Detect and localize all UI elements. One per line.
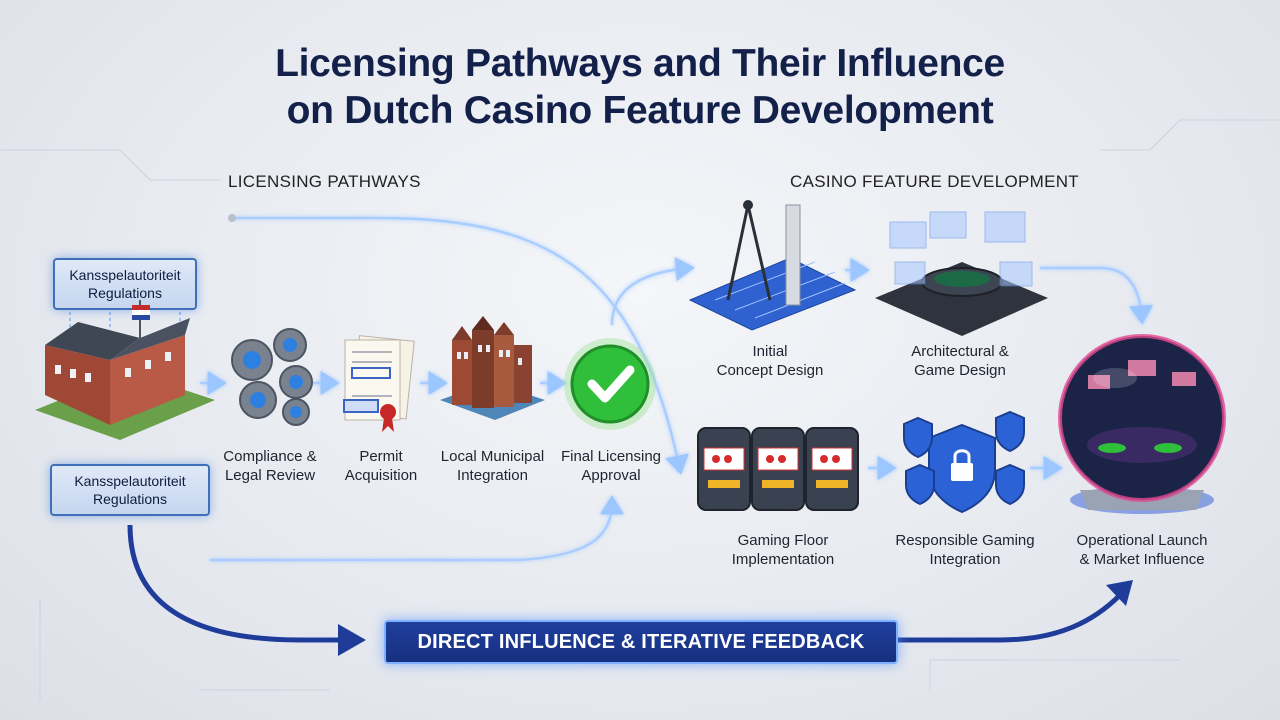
section-label-features: CASINO FEATURE DEVELOPMENT (790, 172, 1079, 191)
feature-architectural: Architectural &Game Design (911, 343, 1009, 379)
section-label-licensing: LICENSING PATHWAYS (228, 172, 421, 191)
influence-banner: DIRECT INFLUENCE & ITERATIVE FEEDBACK (384, 620, 898, 664)
feature-launch: Operational Launch& Market Influence (1076, 532, 1208, 568)
step-compliance: Compliance &Legal Review (223, 448, 317, 484)
page-title: Licensing Pathways and Their Influence o… (275, 42, 1005, 132)
